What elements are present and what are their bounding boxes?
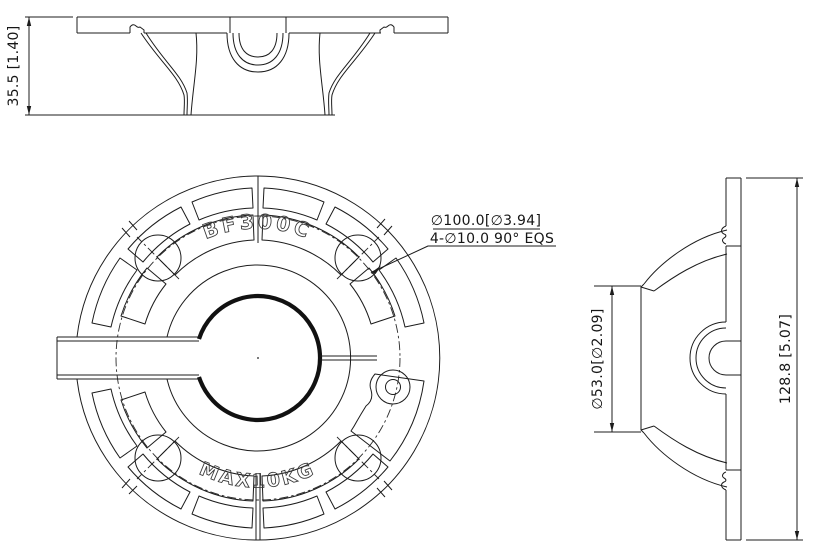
- side-hub-dimension: ∅53.0[∅2.09]: [590, 285, 641, 433]
- side-profile-outline: [640, 177, 742, 541]
- dim-bolt-holes-label: 4-∅10.0 90° EQS: [430, 231, 554, 247]
- bolt-hole: [334, 234, 382, 282]
- dim-overall-diameter-label: 128.8 [5.07]: [778, 314, 794, 404]
- rim-notches: [121, 218, 393, 498]
- top-profile-height-dimension: 35.5 [1.40]: [6, 16, 73, 115]
- bolt-hole: [134, 434, 182, 482]
- center-bore: [197, 293, 323, 423]
- side-overall-dimension: 128.8 [5.07]: [746, 177, 803, 541]
- dim-bolt-circle-label: ∅100.0[∅3.94]: [431, 213, 541, 229]
- front-outline-circles: [76, 175, 441, 541]
- bolt-hole: [134, 234, 182, 282]
- locking-screw-boss: [350, 369, 425, 462]
- center-mark: [257, 357, 259, 359]
- side-profile-view: ∅53.0[∅2.09] 128.8 [5.07]: [590, 177, 803, 541]
- top-profile-view: 35.5 [1.40]: [6, 16, 449, 116]
- dim-top-height-label: 35.5 [1.40]: [6, 25, 22, 106]
- top-profile-outline: [25, 16, 449, 116]
- bolt-circle-callout: ∅100.0[∅3.94] 4-∅10.0 90° EQS: [371, 213, 556, 274]
- cable-channel: [56, 336, 377, 380]
- bolt-hole: [334, 434, 382, 482]
- front-view: BF300C MAX10KG ∅100.0[∅3.94] 4-∅10.0 90°…: [56, 175, 556, 541]
- arc-slots: [91, 176, 425, 540]
- embossed-max-load-text: MAX10KG: [196, 458, 319, 493]
- dim-hub-diameter-label: ∅53.0[∅2.09]: [590, 308, 606, 409]
